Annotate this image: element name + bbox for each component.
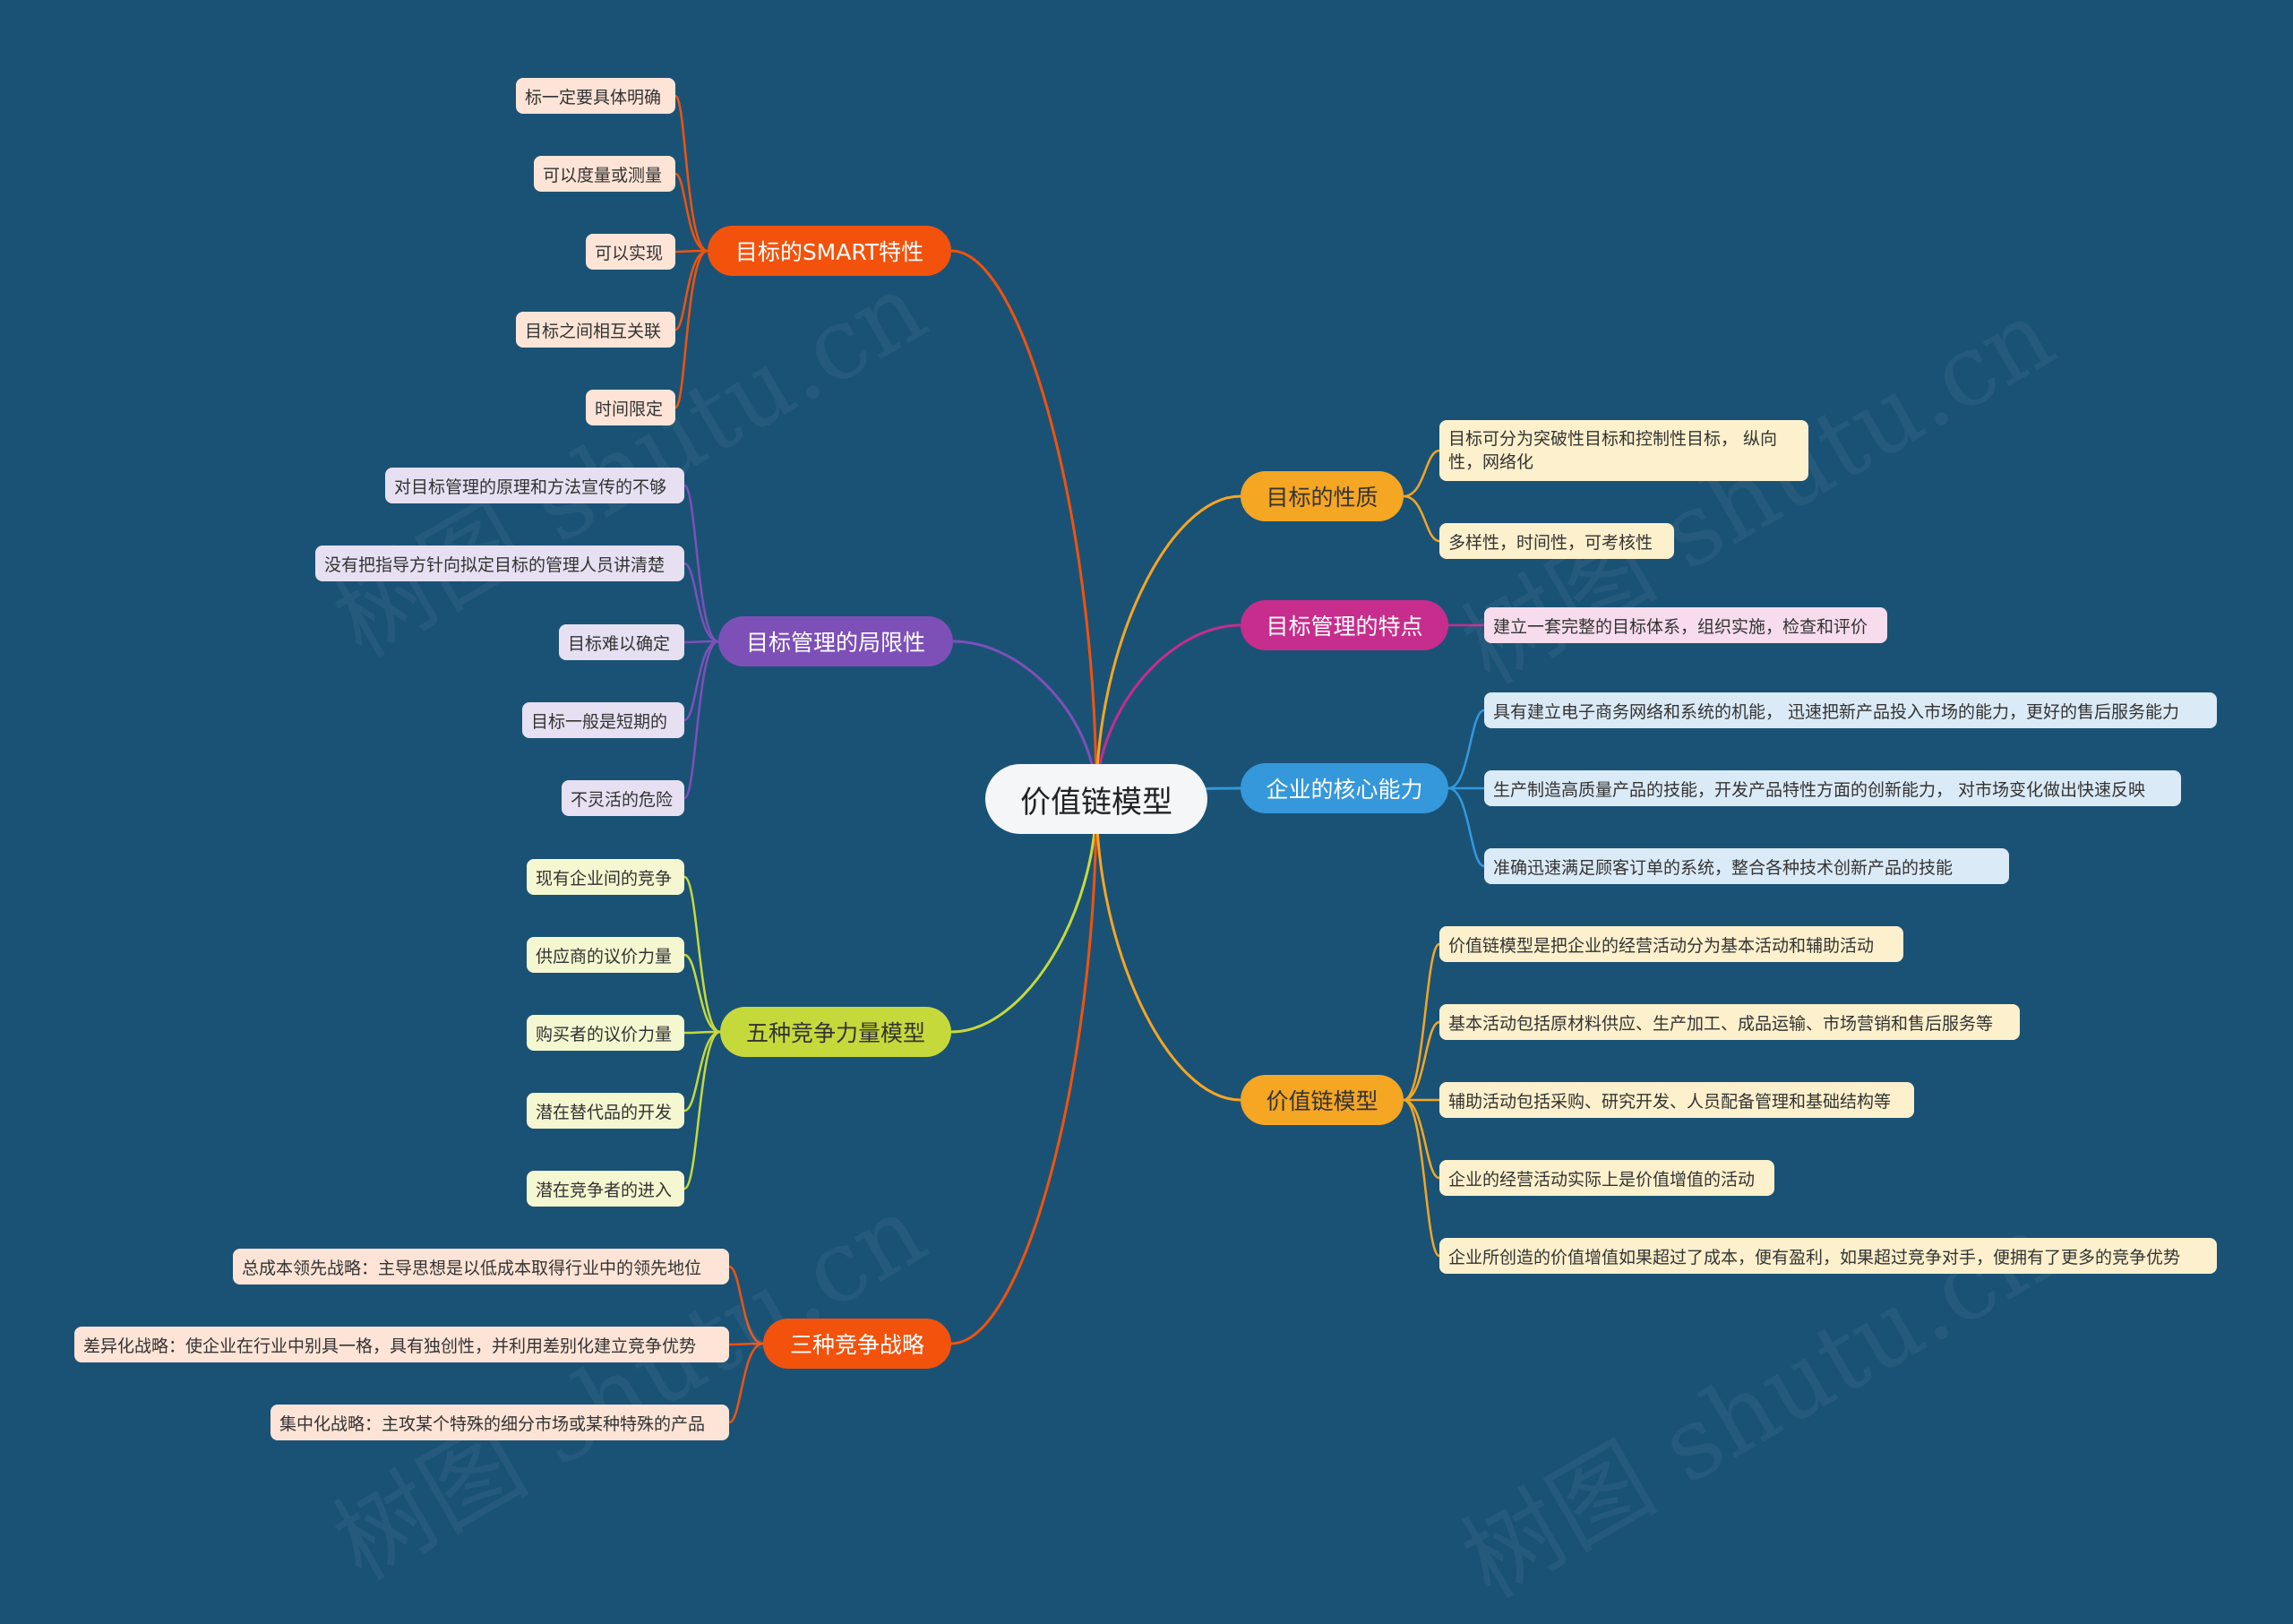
branch-smart[interactable]: 目标的SMART特性 xyxy=(708,226,951,276)
leaf-nature-1[interactable]: 目标可分为突破性目标和控制性目标， 纵向性，网络化 xyxy=(1439,420,1808,481)
branch-nature[interactable]: 目标的性质 xyxy=(1241,471,1404,521)
leaf-features-1[interactable]: 建立一套完整的目标体系，组织实施，检查和评价 xyxy=(1484,607,1887,643)
leaf-link-value-1 xyxy=(1403,1020,1440,1102)
leaf-five-5[interactable]: 潜在竞争者的进入 xyxy=(527,1171,684,1207)
leaf-link-value-4 xyxy=(1403,1098,1440,1258)
leaf-value-5[interactable]: 企业所创造的价值增值如果超过了成本，便有盈利，如果超过竞争对手，便拥有了更多的竞… xyxy=(1439,1238,2217,1274)
leaf-core-1[interactable]: 具有建立电子商务网络和系统的机能， 迅速把新产品投入市场的能力，更好的售后服务能… xyxy=(1484,692,2217,728)
leaf-link-nature-1 xyxy=(1403,494,1440,543)
branch-five-forces[interactable]: 五种竞争力量模型 xyxy=(720,1007,951,1057)
leaf-five-2[interactable]: 供应商的议价力量 xyxy=(527,937,684,973)
leaf-value-1[interactable]: 价值链模型是把企业的经营活动分为基本活动和辅助活动 xyxy=(1439,926,1903,962)
leaf-link-limits-1 xyxy=(683,562,719,643)
leaf-link-nature-0 xyxy=(1403,449,1440,498)
leaf-link-three-0 xyxy=(728,1265,764,1345)
branch-link-value xyxy=(1095,798,1241,1102)
leaf-link-core-0 xyxy=(1447,709,1485,790)
branch-core-competence[interactable]: 企业的核心能力 xyxy=(1241,763,1448,813)
leaf-link-smart-1 xyxy=(674,172,709,253)
leaf-limits-4[interactable]: 目标一般是短期的 xyxy=(522,702,684,738)
leaf-link-five-1 xyxy=(683,953,721,1034)
leaf-link-three-1 xyxy=(728,1342,764,1346)
leaf-limits-5[interactable]: 不灵活的危险 xyxy=(562,780,684,816)
leaf-smart-1[interactable]: 标一定要具体明确 xyxy=(516,78,675,114)
leaf-core-2[interactable]: 生产制造高质量产品的技能，开发产品特性方面的创新能力， 对市场变化做出快速反映 xyxy=(1484,770,2181,806)
leaf-five-1[interactable]: 现有企业间的竞争 xyxy=(527,859,684,895)
branch-limits[interactable]: 目标管理的局限性 xyxy=(718,616,953,666)
leaf-three-1[interactable]: 总成本领先战略：主导思想是以低成本取得行业中的领先地位 xyxy=(233,1249,729,1285)
leaf-link-smart-4 xyxy=(674,249,709,409)
leaf-link-limits-4 xyxy=(683,640,719,800)
leaf-value-2[interactable]: 基本活动包括原材料供应、生产加工、成品运输、市场营销和售后服务等 xyxy=(1439,1004,2020,1040)
leaf-value-3[interactable]: 辅助活动包括采购、研究开发、人员配备管理和基础结构等 xyxy=(1439,1082,1914,1118)
leaf-link-limits-2 xyxy=(683,640,719,644)
leaf-core-3[interactable]: 准确迅速满足顾客订单的系统，整合各种技术创新产品的技能 xyxy=(1484,848,2009,884)
leaf-three-2[interactable]: 差异化战略：使企业在行业中别具一格，具有独创性，并利用差别化建立竞争优势 xyxy=(74,1327,729,1362)
branch-value-chain[interactable]: 价值链模型 xyxy=(1241,1075,1404,1125)
leaf-link-five-0 xyxy=(683,875,721,1034)
connector-lines xyxy=(674,94,1485,1424)
leaf-link-smart-2 xyxy=(674,249,709,253)
leaf-five-4[interactable]: 潜在替代品的开发 xyxy=(527,1093,684,1129)
leaf-smart-2[interactable]: 可以度量或测量 xyxy=(534,156,675,192)
leaf-smart-4[interactable]: 目标之间相互关联 xyxy=(516,312,675,348)
leaf-smart-5[interactable]: 时间限定 xyxy=(586,390,675,425)
leaf-link-five-4 xyxy=(683,1030,721,1190)
mindmap-canvas: 树图 shutu.cn 树图 shutu.cn 树图 shutu.cn 树图 s… xyxy=(74,78,2217,1620)
branch-link-smart xyxy=(950,249,1098,800)
leaf-five-3[interactable]: 购买者的议价力量 xyxy=(527,1015,684,1051)
branch-link-nature xyxy=(1095,494,1241,800)
leaf-link-five-2 xyxy=(683,1030,721,1035)
leaf-link-three-2 xyxy=(728,1342,764,1424)
leaf-limits-1[interactable]: 对目标管理的原理和方法宣传的不够 xyxy=(385,468,684,503)
leaf-link-value-0 xyxy=(1403,942,1440,1102)
leaf-limits-3[interactable]: 目标难以确定 xyxy=(559,624,684,660)
leaf-link-smart-0 xyxy=(674,94,709,253)
leaf-link-core-2 xyxy=(1447,786,1485,868)
leaf-link-smart-3 xyxy=(674,249,709,331)
leaf-link-limits-3 xyxy=(683,640,719,722)
branch-link-five xyxy=(950,798,1098,1034)
leaf-nature-2[interactable]: 多样性，时间性，可考核性 xyxy=(1439,523,1674,559)
leaf-link-value-3 xyxy=(1403,1098,1440,1180)
leaf-limits-2[interactable]: 没有把指导方针向拟定目标的管理人员讲清楚 xyxy=(315,546,684,581)
branch-features[interactable]: 目标管理的特点 xyxy=(1241,600,1448,650)
leaf-smart-3[interactable]: 可以实现 xyxy=(586,234,675,270)
leaf-three-3[interactable]: 集中化战略：主攻某个特殊的细分市场或某种特殊的产品 xyxy=(271,1405,729,1440)
leaf-link-limits-0 xyxy=(683,484,719,643)
leaf-value-4[interactable]: 企业的经营活动实际上是价值增值的活动 xyxy=(1439,1160,1774,1196)
branch-link-three xyxy=(950,798,1098,1345)
leaf-link-five-3 xyxy=(683,1030,721,1113)
branch-three-strategies[interactable]: 三种竞争战略 xyxy=(763,1319,951,1369)
root-node[interactable]: 价值链模型 xyxy=(985,764,1207,834)
